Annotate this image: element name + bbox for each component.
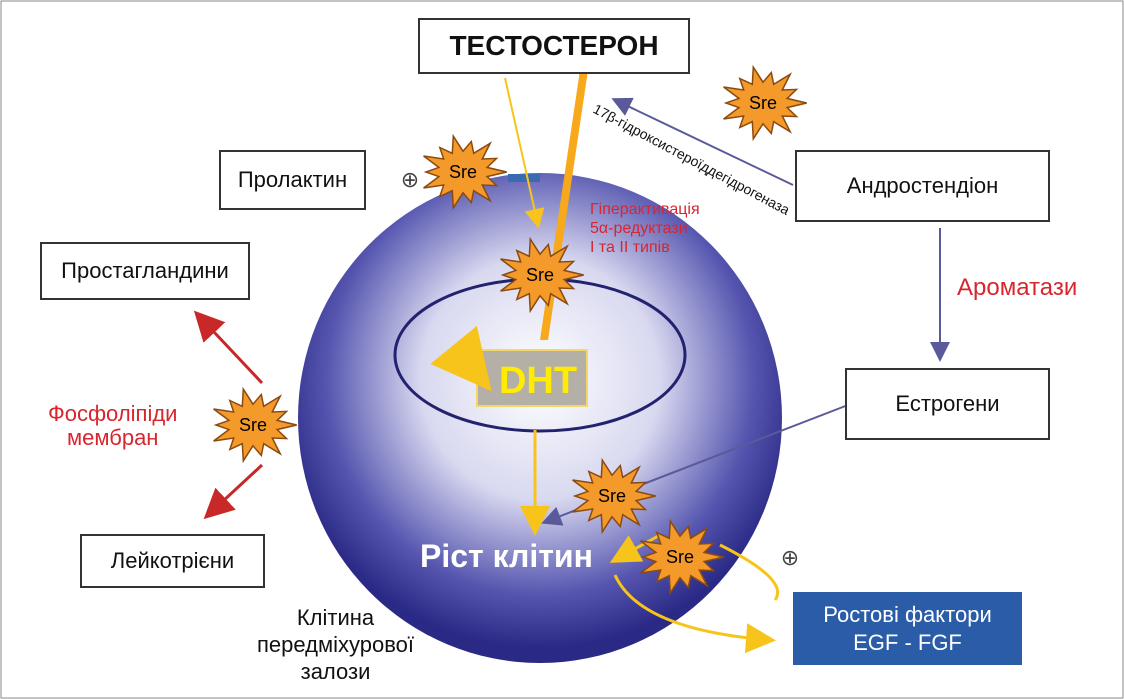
- box-leukotrienes: Лейкотрієни: [80, 534, 265, 588]
- plus-icon: ⊕: [781, 545, 799, 570]
- arrow-sre-factors: [719, 543, 780, 601]
- arrow-sre-growth: [609, 533, 661, 563]
- receptor: [508, 174, 540, 182]
- phospholipids-label: Фосфоліпіди мембран: [48, 402, 177, 450]
- sre-shape: [572, 457, 656, 535]
- sre-starburst: Sre: [572, 457, 656, 535]
- sre-shape: [723, 64, 807, 142]
- sre-starburst: Sre: [723, 64, 807, 142]
- growth-factors-line1: Ростові фактори: [823, 601, 992, 627]
- aromatase-label: Ароматази: [957, 274, 1078, 301]
- cell-label: Клітина передміхурової залози: [228, 604, 443, 685]
- prostate-cell: [298, 173, 782, 663]
- sre-starburst: Sre: [213, 386, 297, 464]
- sre-label: Sre: [598, 486, 626, 506]
- sre-starburst: Sre: [500, 236, 584, 314]
- box-estrogens: Естрогени: [845, 368, 1050, 440]
- box-androstenedione: Андростендіон: [795, 150, 1050, 222]
- sre-label: Sre: [526, 265, 554, 285]
- phospholipids-line2: мембран: [67, 425, 159, 450]
- sre-shape: [213, 386, 297, 464]
- growth-factors-line2: EGF - FGF: [853, 629, 962, 655]
- sre-label: Sre: [749, 93, 777, 113]
- dht-label: DHT: [499, 360, 577, 402]
- hyperactivation-label: Гіперактивація 5α-редуктази І та ІІ типі…: [590, 200, 700, 257]
- hyperactivation-line2: 5α-редуктази: [590, 220, 688, 237]
- phospholipids-line1: Фосфоліпіди: [48, 401, 178, 426]
- dht-box: [476, 349, 588, 407]
- hyperactivation-line3: І та ІІ типів: [590, 239, 670, 256]
- sre-starburst: Sre: [640, 518, 724, 596]
- sre-shape: [500, 236, 584, 314]
- plus-icon: ⊕: [401, 167, 419, 192]
- sre-label: Sre: [239, 415, 267, 435]
- arrow-to-prostaglandins: [193, 310, 264, 385]
- arrow-testosterone-sre: [504, 77, 545, 229]
- sre-label: Sre: [666, 547, 694, 567]
- cell-line3: залози: [300, 659, 371, 684]
- plus-icon: ⊕: [783, 380, 801, 405]
- sre-starburst: Sre: [423, 133, 507, 211]
- hyperactivation-line1: Гіперактивація: [590, 201, 700, 218]
- cell-line1: Клітина: [296, 605, 375, 630]
- arrow-androstenedione-testosterone: [611, 97, 794, 186]
- sre-label: Sre: [449, 162, 477, 182]
- cell-growth-label: Ріст клітин: [420, 538, 593, 574]
- box-prostaglandins: Простагландини: [40, 242, 250, 300]
- box-prolactin: Пролактин: [219, 150, 366, 210]
- sre-shape: [640, 518, 724, 596]
- orange-arrow-icon: [430, 325, 492, 392]
- box-growth-factors: Ростові фактори EGF - FGF: [793, 592, 1022, 665]
- arrow-growth-factors: [613, 574, 776, 654]
- sre-shape: [423, 133, 507, 211]
- cell-line2: передміхурової: [257, 632, 414, 657]
- box-testosterone: ТЕСТОСТЕРОН: [418, 18, 690, 74]
- arrow-to-leukotrienes: [203, 463, 264, 520]
